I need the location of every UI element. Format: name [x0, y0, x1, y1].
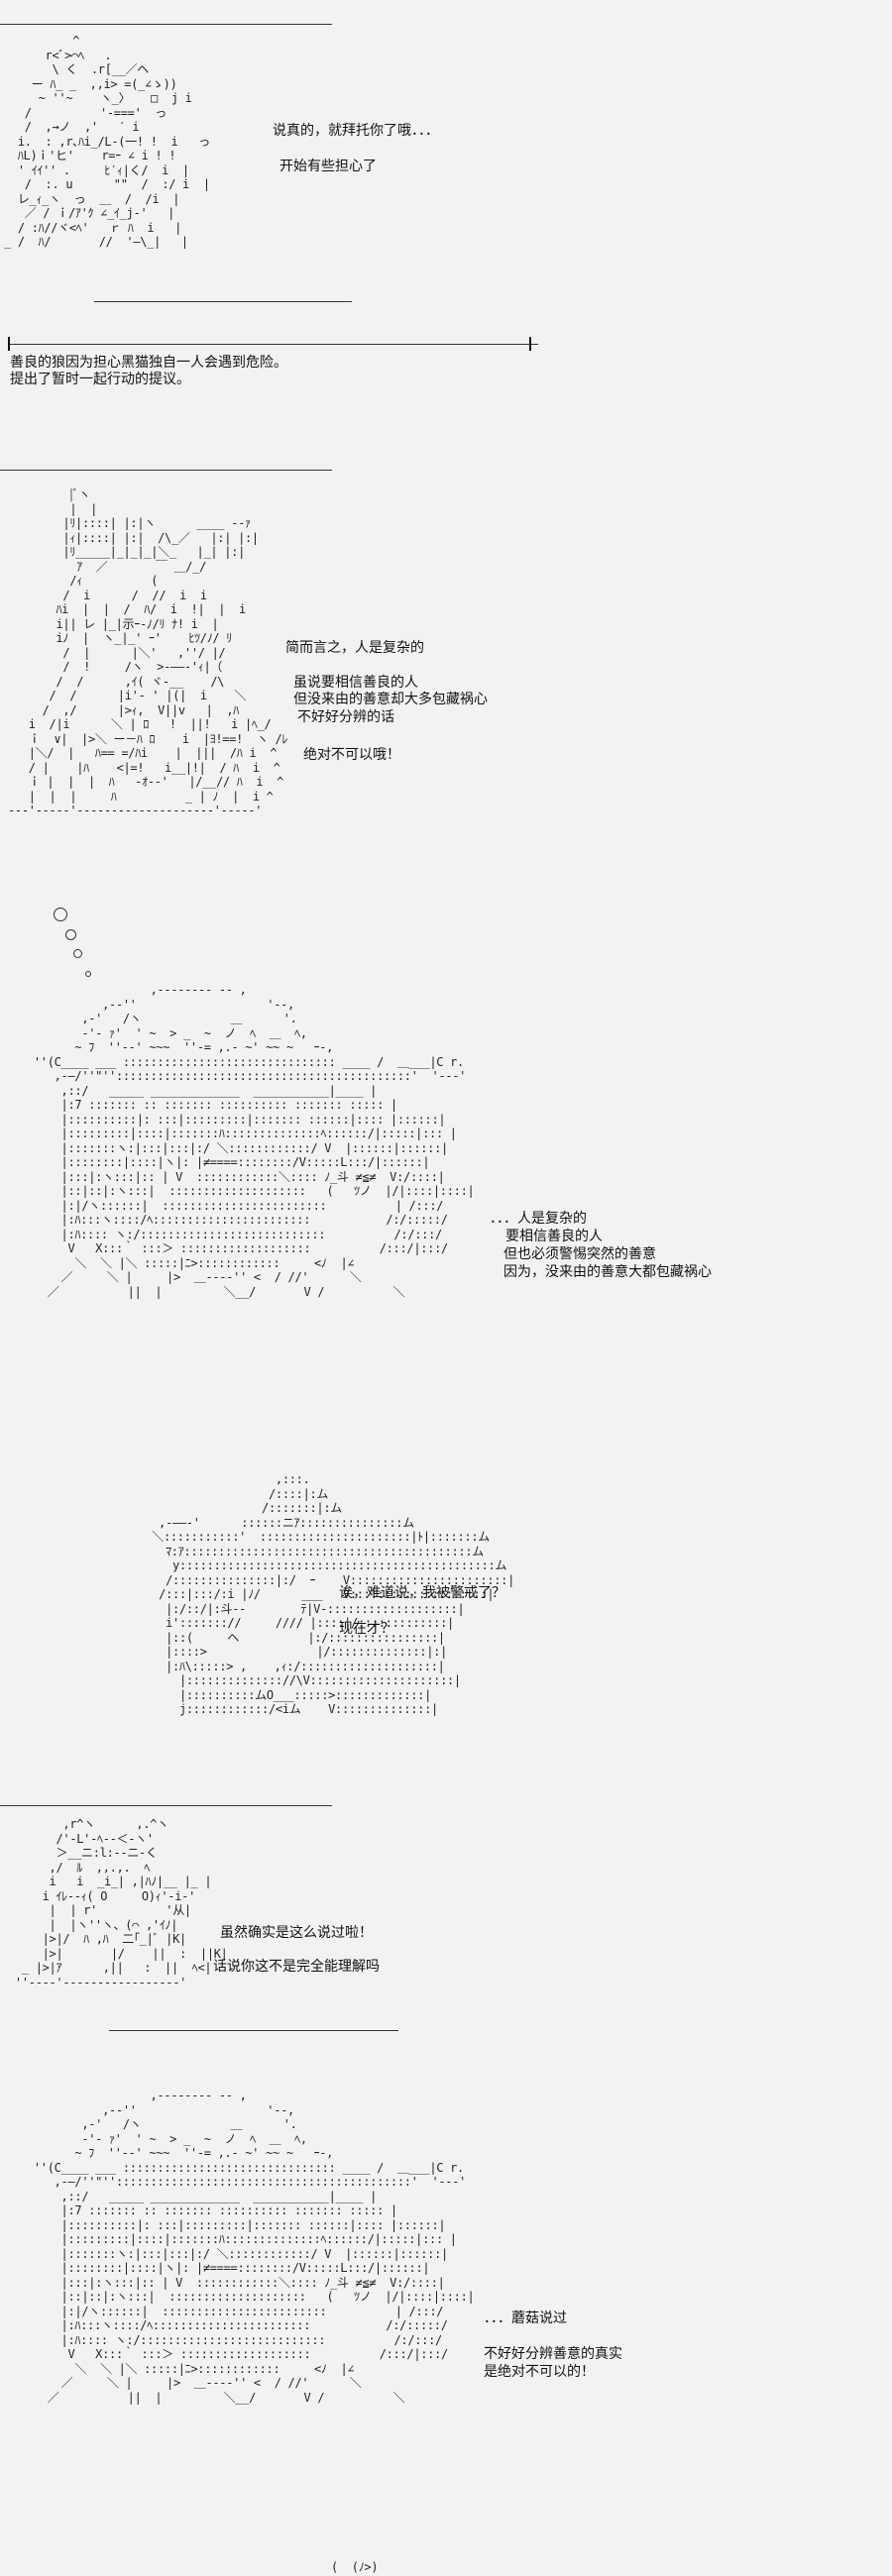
character-art-mushroom-hat: ,-------- -- , ,--'' '--, ,-' /ヽ ＿ '. -'… — [33, 2089, 475, 2405]
dialogue-line: 但没来由的善意却大多包藏祸心 — [293, 692, 488, 707]
dialogue-line: 简而言之，人是复杂的 — [285, 640, 424, 656]
dialogue-line: ．．．人是复杂的 — [490, 1211, 587, 1227]
dialogue-line: ．．．蘑菇说过 — [484, 2310, 567, 2326]
character-art-cat-with-bow: |ﾞヽ | | |ﾘ|::::| |:|ヽ ____ --ｧ |ｨ|::::| … — [8, 487, 288, 817]
dialogue-line: 开始有些担心了 — [279, 159, 377, 174]
dialogue-line: 说真的，就拜托你了哦．．． — [273, 123, 439, 139]
panel-baseline — [94, 301, 352, 302]
character-art-cat: ,r^ヽ ,.^ヽ /'-L'-ﾍ--＜-ヽ' ＞__ニ:l:--ニ-く ,/ … — [14, 1817, 228, 1989]
dialogue-line: 诶，难道说，我被警戒了？ — [339, 1585, 505, 1601]
dialogue-line: 但也必须警惕突然的善意 — [503, 1246, 656, 1262]
panel-divider — [0, 24, 332, 25]
character-art-wolf-cat: ^ r<ﾞ>⌒ﾍ . \ く .r[__／ヘ ー ﾊ_ _ ,,i> =(_∠ゝ… — [4, 34, 210, 249]
character-art-wolf: ,:::. /::::|:ム /:::::::|:ム ,-――-' ::::::… — [152, 1472, 515, 1716]
thought-bubble — [65, 929, 76, 940]
dialogue-line: 不好好分辨善意的真实 — [484, 2346, 622, 2362]
narration-rule — [8, 344, 538, 345]
panel-divider — [0, 470, 332, 471]
thought-bubble — [73, 949, 82, 958]
panel-divider — [0, 1805, 332, 1806]
dialogue-line: 是绝对不可以的！ — [484, 2364, 595, 2380]
trailing-art-fragment: ( (ﾉ>) — [331, 2560, 379, 2574]
dialogue-line: 因为，没来由的善意大都包藏祸心 — [503, 1264, 712, 1280]
narration-line: 善良的狼因为担心黑猫独自一人会遇到危险。 — [10, 355, 287, 371]
thought-bubble — [54, 908, 67, 921]
dialogue-line: 虽然确实是这么说过啦！ — [220, 1925, 373, 1941]
dialogue-line: 现在才？ — [339, 1621, 394, 1637]
narration-rule-cap-left — [8, 337, 10, 351]
character-art-mushroom-hat: ,-------- -- , ,--'' '--, ,-' /ヽ ＿ '. -'… — [33, 983, 475, 1299]
narration-line: 提出了暂时一起行动的提议。 — [10, 372, 190, 387]
dialogue-line: 要相信善良的人 — [505, 1229, 603, 1244]
dialogue-line: 不好好分辨的话 — [297, 709, 394, 725]
thought-bubble — [85, 971, 91, 977]
panel-baseline — [109, 2030, 398, 2031]
dialogue-line: 绝对不可以哦！ — [303, 747, 400, 763]
narration-rule-cap-right — [529, 337, 531, 351]
dialogue-line: 虽说要相信善良的人 — [293, 675, 418, 691]
dialogue-line: 话说你这不是完全能理解吗 — [213, 1959, 380, 1975]
